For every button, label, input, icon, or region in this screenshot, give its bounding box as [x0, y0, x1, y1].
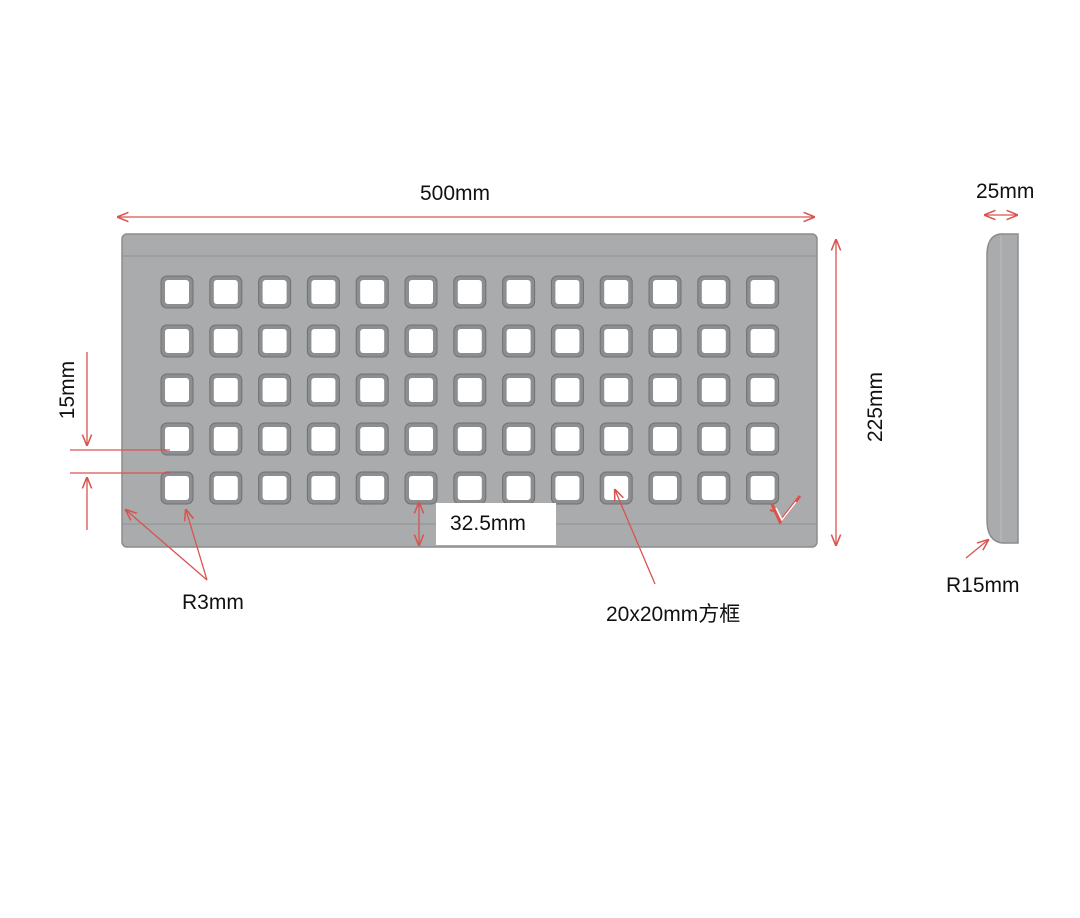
hole — [604, 476, 629, 500]
hole — [213, 329, 238, 353]
hole — [409, 378, 433, 402]
hole — [653, 280, 677, 304]
hole — [213, 280, 238, 304]
hole — [165, 476, 189, 500]
hole — [604, 280, 629, 304]
hole — [555, 280, 580, 304]
hole — [165, 329, 189, 353]
hole — [555, 427, 580, 451]
hole-size-label: 20x20mm方框 — [606, 603, 741, 626]
hole — [506, 476, 531, 500]
hole — [555, 329, 580, 353]
hole — [165, 378, 189, 402]
large-radius-label: R15mm — [946, 574, 1020, 597]
hole — [506, 280, 531, 304]
dimension-lines — [70, 215, 1017, 585]
hole — [213, 378, 238, 402]
hole — [262, 329, 287, 353]
hole — [750, 329, 775, 353]
hole — [262, 280, 287, 304]
hole — [457, 329, 482, 353]
hole — [311, 378, 336, 402]
hole — [311, 427, 336, 451]
hole — [311, 280, 336, 304]
hole — [604, 427, 629, 451]
hole — [213, 427, 238, 451]
hole — [653, 427, 677, 451]
hole — [750, 378, 775, 402]
hole — [165, 427, 189, 451]
hole — [457, 378, 482, 402]
hole — [604, 329, 629, 353]
hole-leader — [615, 490, 656, 585]
hole — [701, 378, 726, 402]
hole — [311, 476, 336, 500]
hole — [457, 476, 482, 500]
v-logo-icon — [769, 495, 802, 525]
margin-label-box — [436, 503, 556, 545]
hole — [701, 427, 726, 451]
hole — [653, 476, 677, 500]
hole — [409, 476, 433, 500]
hole — [262, 476, 287, 500]
width-label: 500mm — [420, 182, 491, 205]
hole — [506, 378, 531, 402]
hole — [555, 378, 580, 402]
hole — [311, 329, 336, 353]
hole — [750, 427, 775, 451]
hole — [653, 329, 677, 353]
bottom-margin-label: 32.5mm — [450, 512, 526, 535]
hole — [165, 280, 189, 304]
side-view — [986, 233, 1019, 544]
hole-grid — [160, 275, 780, 505]
hole — [409, 280, 433, 304]
radius-small-leader-2 — [186, 510, 208, 581]
hole — [213, 476, 238, 500]
radius-small-leader-1 — [126, 510, 208, 581]
hole — [360, 378, 385, 402]
radius-large-leader — [965, 540, 988, 559]
depth-label: 25mm — [976, 180, 1035, 203]
hole — [360, 427, 385, 451]
hole — [604, 378, 629, 402]
hole — [555, 476, 580, 500]
hole — [360, 280, 385, 304]
hole — [653, 378, 677, 402]
hole — [360, 329, 385, 353]
hole — [750, 280, 775, 304]
hole — [409, 427, 433, 451]
hole — [506, 329, 531, 353]
hole — [506, 427, 531, 451]
hole — [701, 280, 726, 304]
small-radius-label: R3mm — [182, 591, 244, 614]
hole — [457, 280, 482, 304]
hole — [701, 329, 726, 353]
hole — [409, 329, 433, 353]
hole — [262, 427, 287, 451]
hole — [457, 427, 482, 451]
hole — [750, 476, 775, 500]
hole — [262, 378, 287, 402]
hole-gap-label: 15mm — [56, 360, 79, 420]
hole — [360, 476, 385, 500]
height-label: 225mm — [864, 371, 887, 442]
hole — [701, 476, 726, 500]
